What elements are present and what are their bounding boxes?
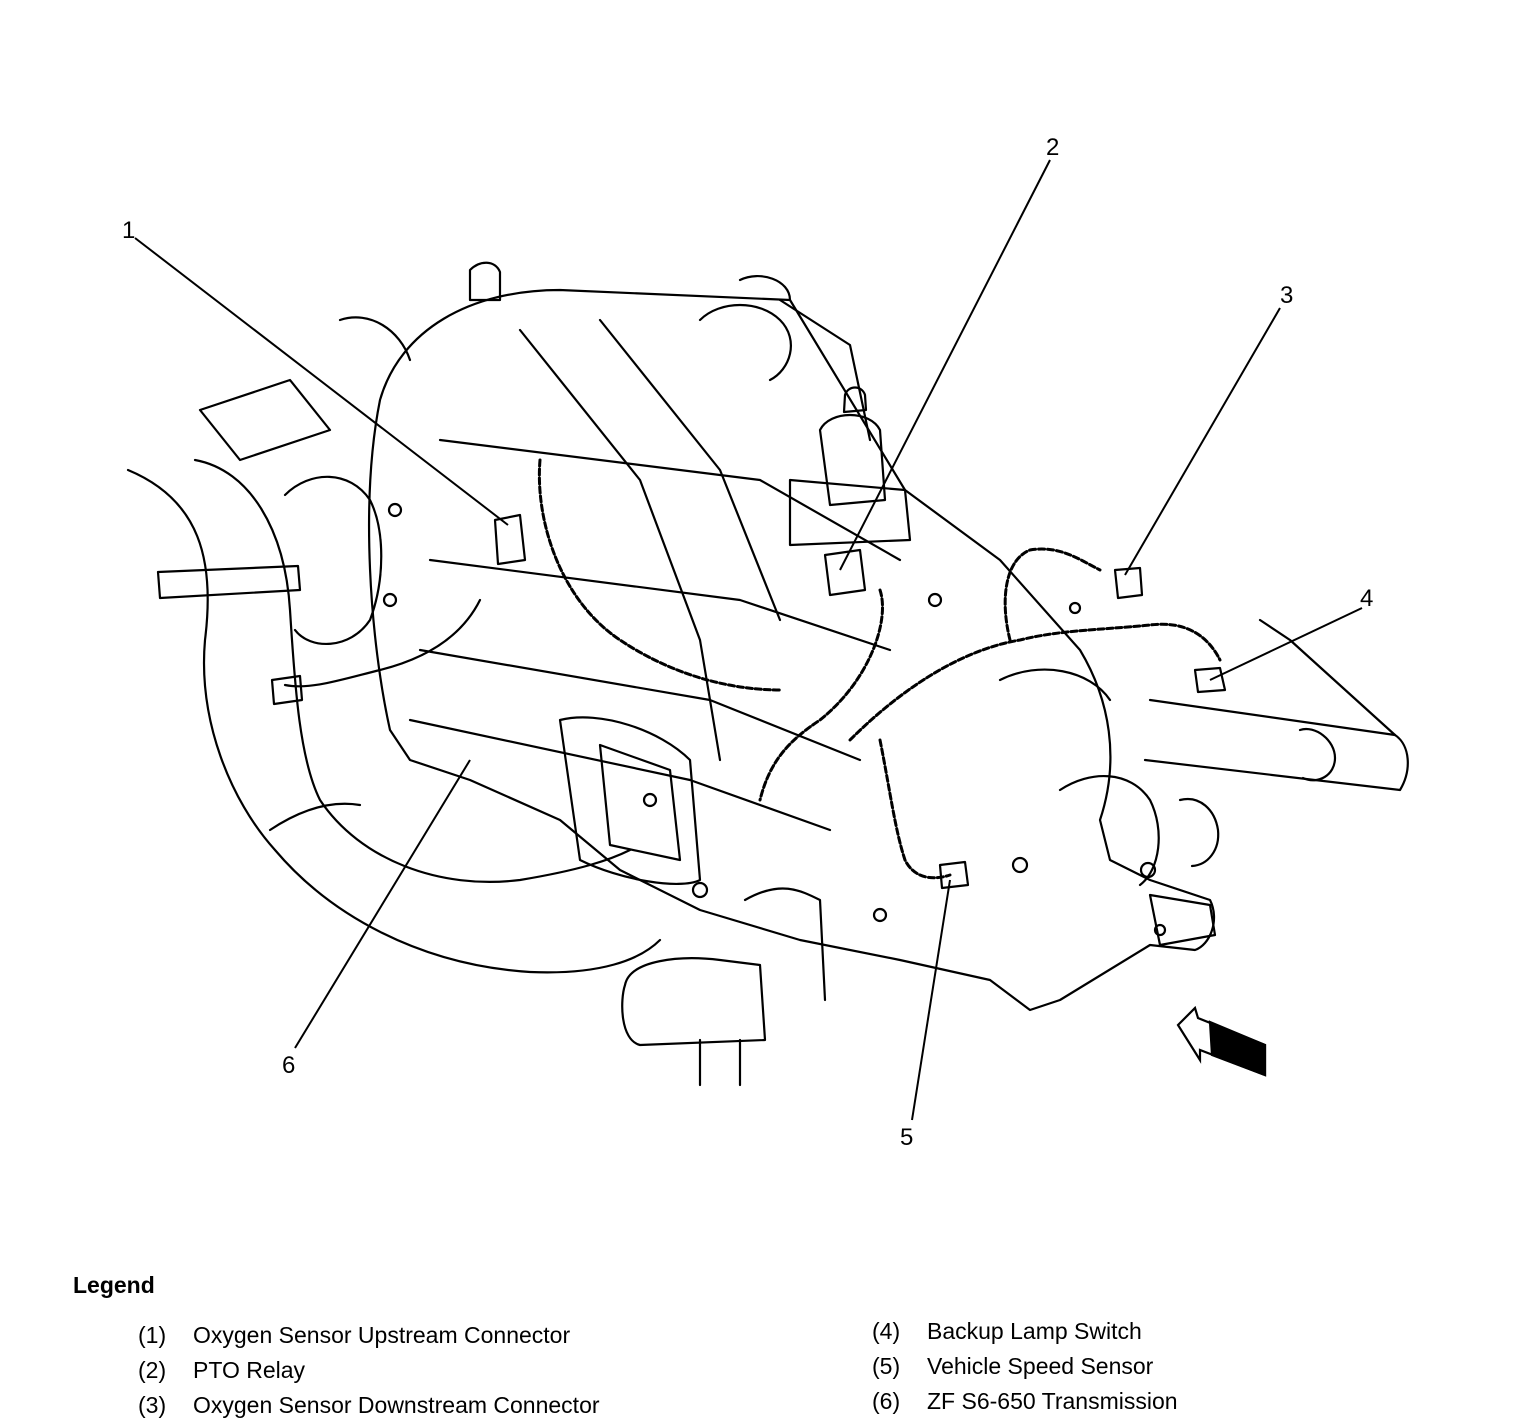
callout-3: 3 (1280, 282, 1293, 309)
legend-column-right: (4) Backup Lamp Switch (5) Vehicle Speed… (872, 1314, 1178, 1419)
legend-item-text: Backup Lamp Switch (927, 1318, 1142, 1344)
legend-column-left: (1) Oxygen Sensor Upstream Connector (2)… (138, 1318, 600, 1423)
transmission-diagram: 1 2 3 4 5 6 (122, 134, 1409, 1151)
legend-item: (1) Oxygen Sensor Upstream Connector (138, 1318, 600, 1353)
legend-item-number: (2) (138, 1357, 167, 1383)
legend-item-text: ZF S6-650 Transmission (927, 1388, 1178, 1414)
callout-1: 1 (122, 217, 135, 244)
legend-item: (3) Oxygen Sensor Downstream Connector (138, 1388, 600, 1423)
legend-item-number: (1) (138, 1322, 167, 1348)
leader-line-4 (1209, 607, 1363, 681)
callout-2: 2 (1046, 134, 1059, 161)
leader-line-3 (1124, 307, 1281, 576)
leader-line-2 (839, 159, 1051, 571)
legend-item-number: (3) (138, 1392, 167, 1418)
callout-6: 6 (282, 1052, 295, 1079)
leader-line-1 (134, 237, 509, 526)
legend-item: (2) PTO Relay (138, 1353, 600, 1388)
transmission-illustration (126, 261, 1409, 1087)
legend-item: (5) Vehicle Speed Sensor (872, 1349, 1178, 1384)
leader-line-5 (911, 879, 951, 1121)
legend-item: (4) Backup Lamp Switch (872, 1314, 1178, 1349)
legend-item-text: PTO Relay (193, 1357, 306, 1383)
legend-item: (6) ZF S6-650 Transmission (872, 1384, 1178, 1419)
legend-item-number: (4) (872, 1318, 901, 1344)
legend-item-text: Oxygen Sensor Upstream Connector (193, 1322, 571, 1348)
leader-lines (134, 159, 1363, 1121)
legend-item-number: (6) (872, 1388, 901, 1414)
legend-item-text: Vehicle Speed Sensor (927, 1353, 1154, 1379)
direction-arrow-icon (1176, 1005, 1267, 1077)
legend-item-text: Oxygen Sensor Downstream Connector (193, 1392, 600, 1418)
callout-5: 5 (900, 1124, 913, 1151)
legend-item-number: (5) (872, 1353, 901, 1379)
leader-line-6 (294, 759, 471, 1049)
legend-title: Legend (73, 1272, 155, 1298)
callout-4: 4 (1360, 585, 1373, 612)
